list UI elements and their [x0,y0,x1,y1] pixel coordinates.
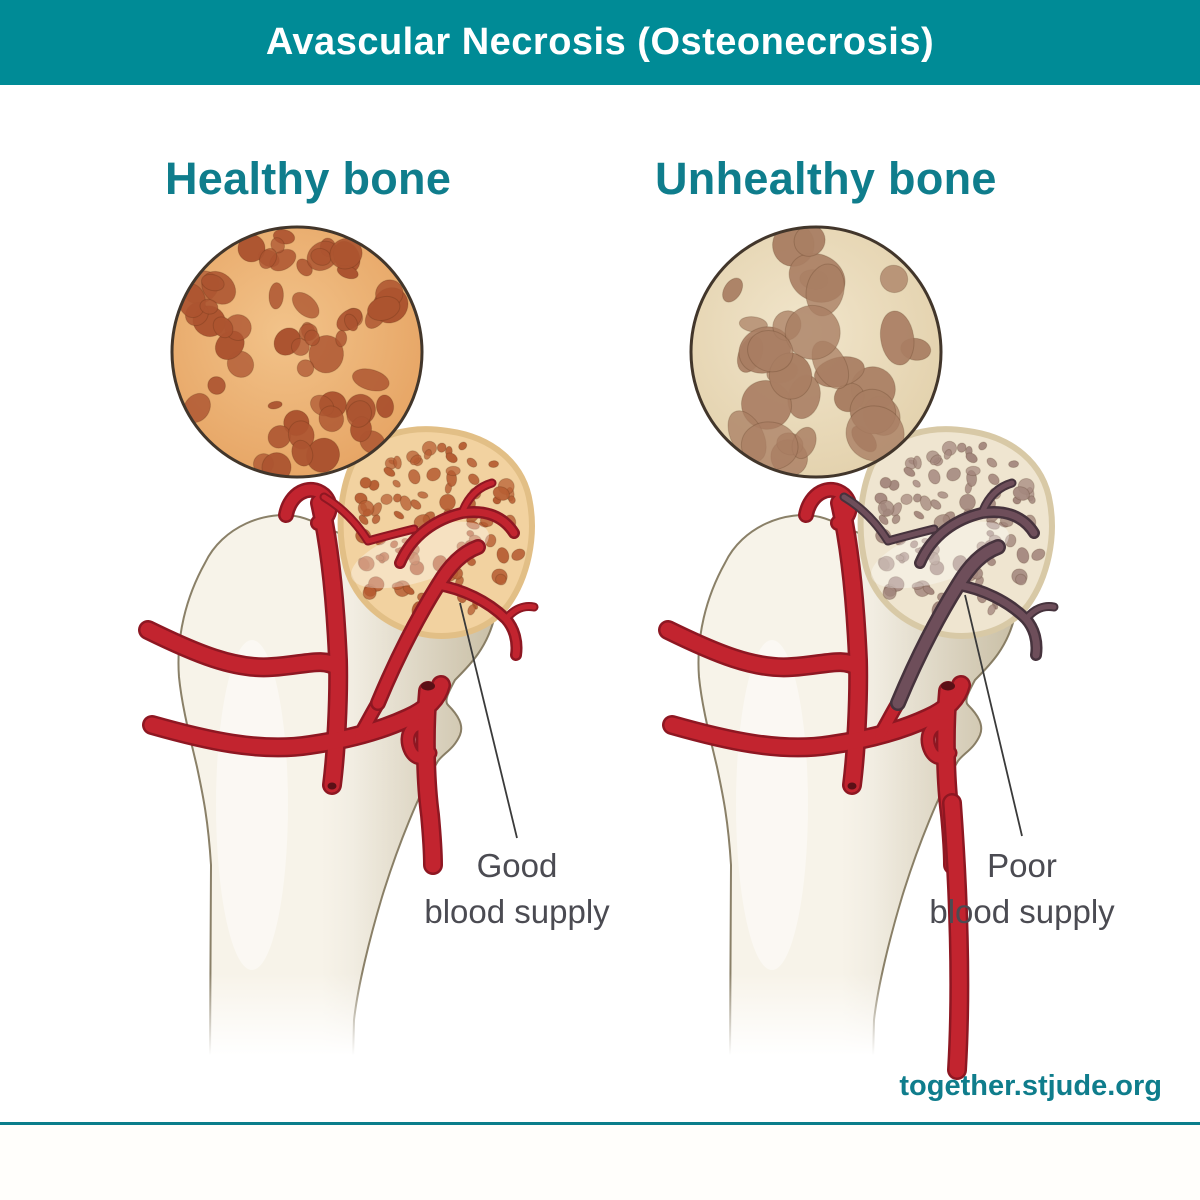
footer-divider [0,1122,1200,1125]
illustration-canvas [0,225,1200,1080]
site-url: together.stjude.org [899,1070,1162,1102]
header-bar: Avascular Necrosis (Osteonecrosis) [0,0,1200,85]
caption-line: Good [476,847,558,884]
healthy-femur-illustration [148,429,534,1070]
unhealthy-trabeculae [722,227,932,477]
leader-line-right [964,594,1023,837]
unhealthy-inset-circle [689,225,943,479]
unhealthy-femur-illustration [668,429,1054,1070]
page-title: Avascular Necrosis (Osteonecrosis) [265,21,935,63]
leader-line-left [459,602,518,839]
caption-line: blood supply [424,893,610,930]
unhealthy-bone-heading: Unhealthy bone [655,153,997,204]
caption-line: blood supply [929,893,1115,930]
healthy-inset-circle [170,225,424,479]
healthy-trabeculae [177,228,409,477]
poor-blood-supply-label: Poor blood supply [852,843,1192,935]
bottom-strip [0,1125,1200,1200]
good-blood-supply-label: Good blood supply [347,843,687,935]
healthy-bone-heading: Healthy bone [165,153,452,204]
caption-line: Poor [987,847,1057,884]
descending-artery-right [942,793,970,1080]
